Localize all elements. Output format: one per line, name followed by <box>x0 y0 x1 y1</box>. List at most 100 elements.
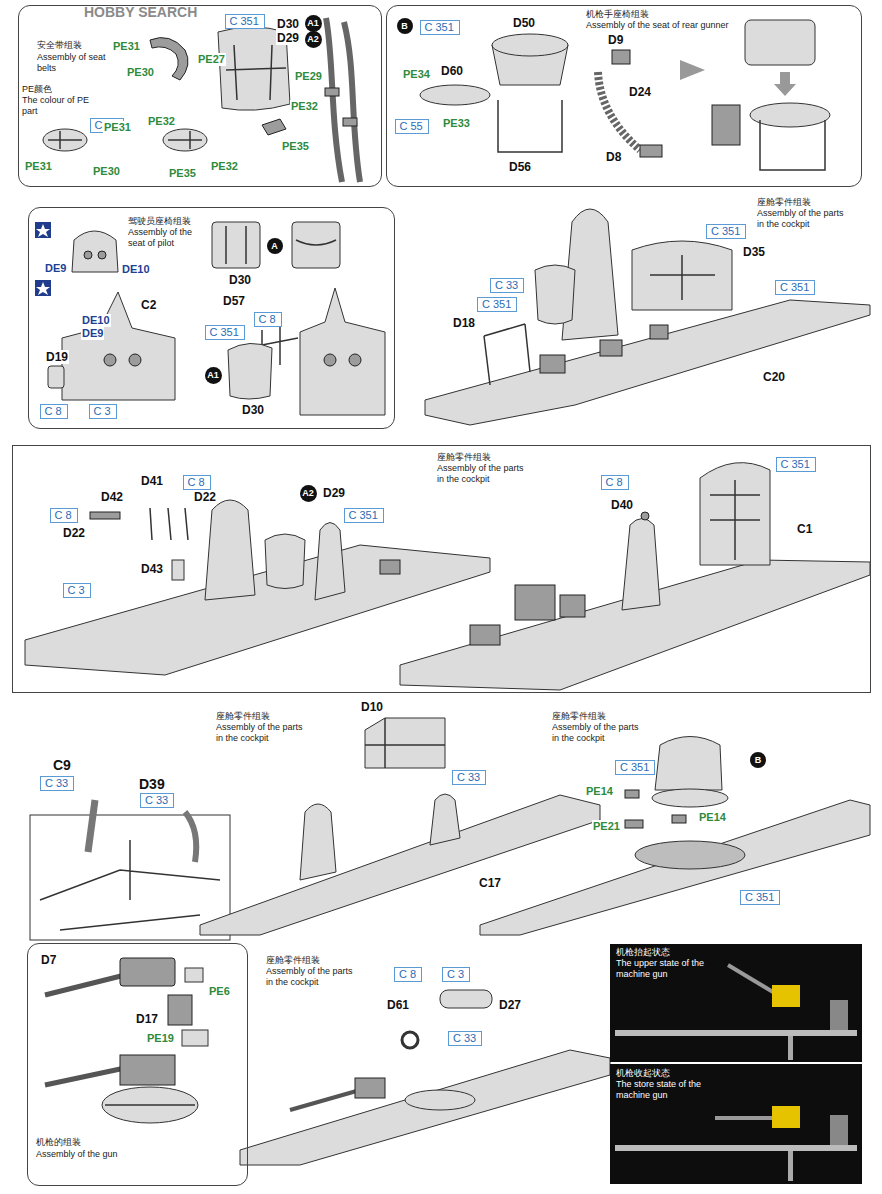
paint-code-box: C 351 <box>344 508 384 523</box>
part-number: D41 <box>140 474 164 488</box>
paint-code: C 33 <box>495 279 518 292</box>
step-heading: 座舱零件组装 <box>552 711 606 722</box>
gunner-floor-drawing <box>655 737 722 791</box>
gunner-seat-drawing <box>712 105 740 145</box>
gunner-floor-drawing <box>625 790 639 798</box>
watermark: HOBBY SEARCH <box>84 4 197 20</box>
cockpit-parts-drawing <box>90 512 120 519</box>
gun-drawing <box>182 1030 208 1046</box>
gunner-seat-drawing <box>612 50 630 64</box>
paint-code: C 8 <box>188 476 205 489</box>
control-stick-drawing <box>30 815 230 940</box>
part-number: D30 <box>241 403 265 417</box>
gunner-seat-drawing <box>680 60 705 80</box>
part-number: D29 <box>276 31 300 45</box>
control-stick-drawing <box>30 718 600 940</box>
paint-code: C 8 <box>259 313 276 326</box>
pilot-seat-drawing <box>349 354 361 366</box>
reference-circle: A <box>267 238 283 254</box>
pilot-seat-drawing <box>228 343 272 399</box>
part-number: C9 <box>52 757 72 773</box>
decal-number: DE10 <box>121 263 151 276</box>
pilot-seat-drawing <box>129 354 141 366</box>
gunner-floor-drawing <box>672 815 686 823</box>
pe-part-number: PE14 <box>585 785 614 798</box>
reference-photo <box>830 1115 848 1145</box>
paint-code: C 33 <box>457 771 480 784</box>
step-heading-english: Assembly of the gun <box>36 1149 118 1160</box>
part-number: D30 <box>228 273 252 287</box>
pilot-seat-drawing <box>72 231 118 272</box>
pe-part-number: PE34 <box>402 68 431 81</box>
part-number: D8 <box>605 150 622 164</box>
paint-code: C 3 <box>447 968 464 981</box>
pe-part-number: PE6 <box>208 985 231 998</box>
reference-circle: B <box>397 18 413 34</box>
part-number: D27 <box>498 998 522 1012</box>
part-number: D19 <box>45 350 69 364</box>
paint-code: C 8 <box>399 968 416 981</box>
part-number: D24 <box>628 85 652 99</box>
cockpit-parts-drawing <box>380 560 400 574</box>
seat-belt-drawing <box>163 129 207 151</box>
reference-letter: A2 <box>302 488 314 498</box>
pilot-seat-drawing <box>226 226 246 264</box>
part-number: D10 <box>360 700 384 714</box>
pe-part-number: PE30 <box>126 66 155 79</box>
reference-photo <box>610 944 862 1062</box>
cockpit-floor-drawing <box>540 355 565 373</box>
cockpit-parts-drawing <box>470 625 500 645</box>
step-heading: 座舱零件组装 <box>216 711 270 722</box>
control-stick-drawing <box>365 718 445 768</box>
pe-part-number: PE21 <box>592 820 621 833</box>
paint-code: C 351 <box>781 458 810 471</box>
step-heading: 机枪手座椅组装 <box>586 9 649 20</box>
cockpit-parts-drawing <box>25 545 490 675</box>
paint-code-box: C 351 <box>706 224 746 239</box>
part-number: D7 <box>40 953 57 967</box>
pilot-seat-drawing <box>296 240 336 245</box>
gun-mount-drawing <box>240 990 610 1165</box>
cockpit-parts-drawing <box>205 500 255 600</box>
reference-letter: A <box>271 241 278 251</box>
reference-circle: A2 <box>305 31 322 48</box>
paint-code-box: C 55 <box>395 119 429 134</box>
part-number: D17 <box>135 1012 159 1026</box>
gunner-floor-drawing <box>625 820 643 828</box>
paint-code: C 33 <box>145 794 168 807</box>
gun-drawing <box>120 1055 175 1085</box>
pilot-seat-drawing <box>35 280 51 296</box>
control-stick-drawing <box>88 800 95 852</box>
pe-part-number: PE30 <box>92 165 121 178</box>
gunner-seat-drawing <box>640 145 662 157</box>
step-heading: 座舱零件组装 <box>757 197 811 208</box>
gun-drawing <box>105 1104 195 1106</box>
paint-code-box: C 3 <box>63 583 91 598</box>
seat-belt-drawing <box>262 119 286 135</box>
gunner-floor-drawing <box>480 737 870 936</box>
pe-part-number: PE14 <box>698 811 727 824</box>
step-heading-english: Assembly of the seat of pilot <box>128 227 208 249</box>
paint-code: C 33 <box>453 1032 476 1045</box>
part-number: C20 <box>762 370 786 384</box>
pilot-seat-drawing <box>324 354 336 366</box>
gunner-seat-drawing <box>774 72 796 96</box>
seat-belt-drawing <box>343 118 357 126</box>
part-number: D39 <box>138 776 166 792</box>
pilot-seat-drawing <box>292 222 340 268</box>
reference-letter: A2 <box>307 34 319 44</box>
reference-photo <box>788 1151 793 1181</box>
reference-letter: B <box>755 755 762 765</box>
gun-drawing <box>168 995 192 1025</box>
cockpit-parts-drawing <box>150 508 188 540</box>
gun-drawing <box>185 968 203 982</box>
cockpit-floor-drawing <box>535 265 575 324</box>
cockpit-floor-drawing <box>650 325 668 339</box>
paint-code: C 55 <box>400 120 423 133</box>
seat-belt-drawing <box>226 45 286 100</box>
paint-code-box: C 33 <box>448 1031 482 1046</box>
reference-circle: A1 <box>305 15 322 32</box>
gun-drawing <box>45 975 125 995</box>
part-number: D40 <box>610 498 634 512</box>
cockpit-parts-drawing <box>315 523 345 601</box>
